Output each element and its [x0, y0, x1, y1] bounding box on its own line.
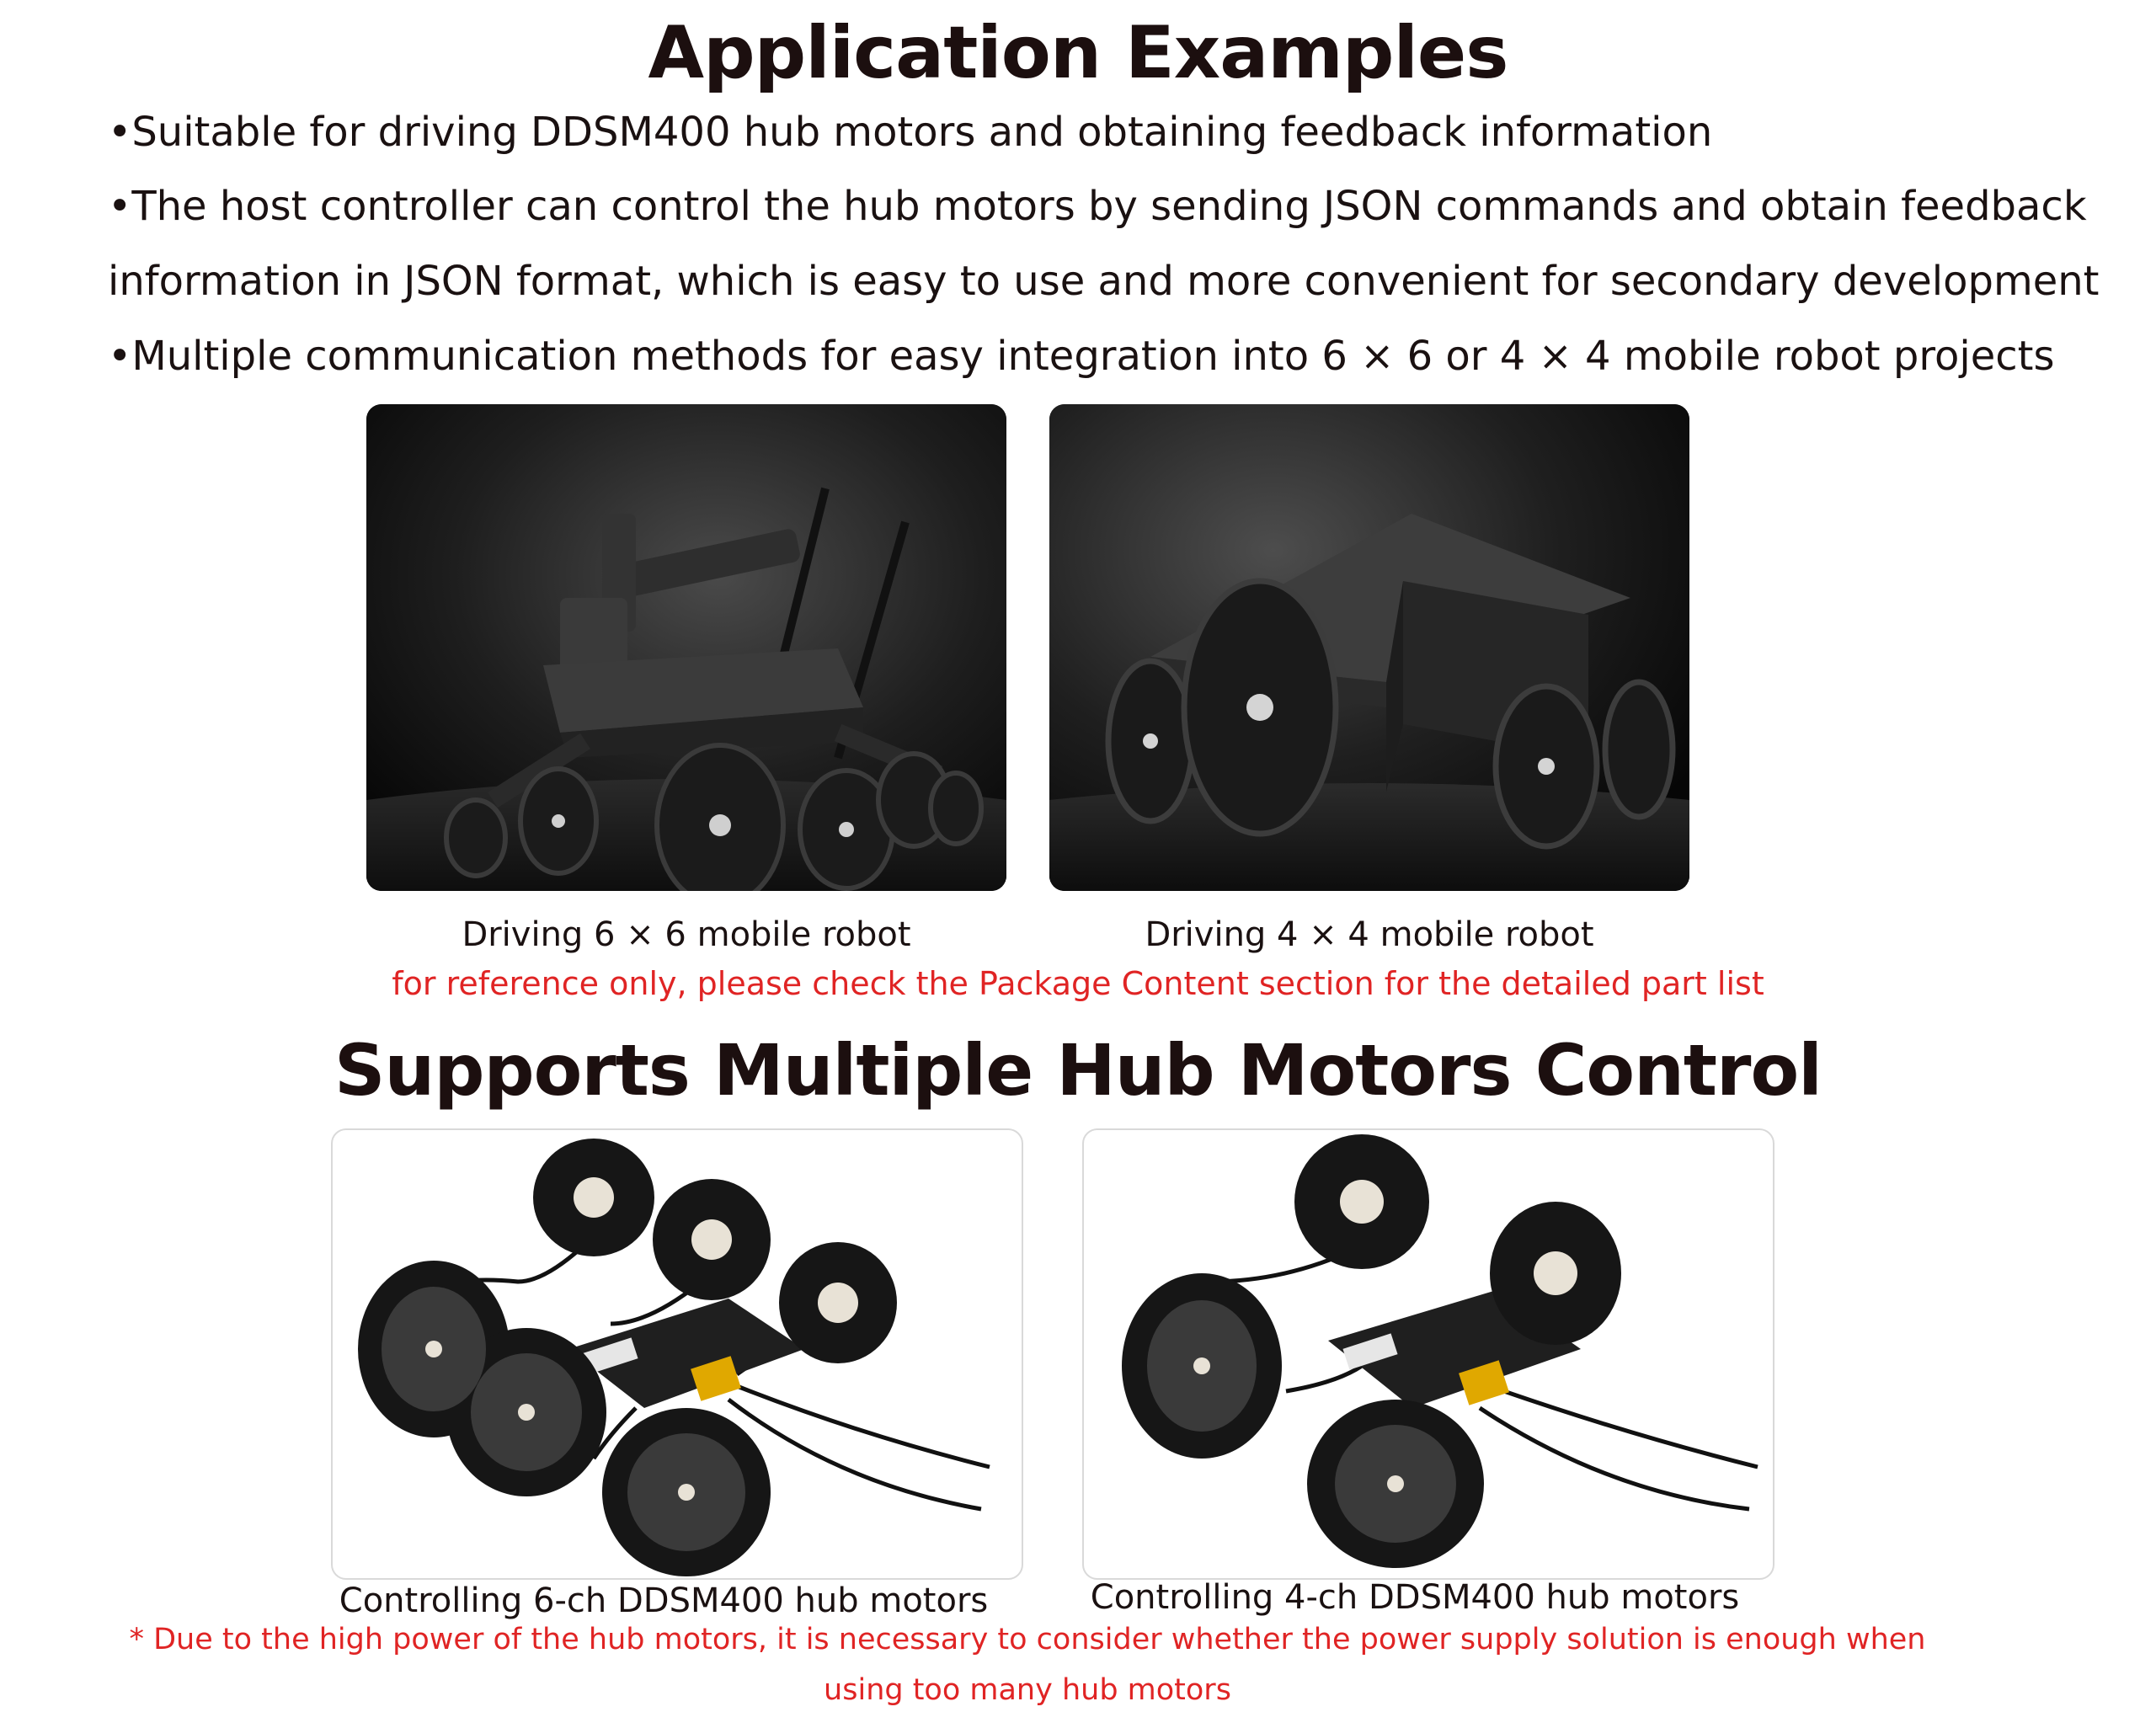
power-supply-note-line1: * Due to the high power of the hub motor… — [129, 1623, 1926, 1656]
supports-multiple-hub-motors-title: Supports Multiple Hub Motors Control — [334, 1029, 1822, 1112]
reference-note: for reference only, please check the Pac… — [392, 965, 1764, 1002]
robot-6x6-illustration — [366, 404, 1006, 891]
bullet-communication: •Multiple communication methods for easy… — [108, 333, 2055, 380]
hub-motors-4ch-illustration — [1122, 1134, 1758, 1568]
bullet-feedback: •Suitable for driving DDSM400 hub motors… — [108, 109, 1713, 156]
panel-4ch-hub-motors — [1082, 1128, 1774, 1580]
bullet-json-format: information in JSON format, which is eas… — [108, 258, 2100, 305]
caption-6ch-hub-motors: Controlling 6-ch DDSM400 hub motors — [339, 1581, 989, 1620]
caption-4ch-hub-motors: Controlling 4-ch DDSM400 hub motors — [1090, 1578, 1740, 1617]
caption-6x6-robot: Driving 6 × 6 mobile robot — [462, 915, 911, 954]
application-examples-title: Application Examples — [648, 11, 1509, 95]
power-supply-note-line2: using too many hub motors — [824, 1673, 1231, 1707]
bullet-json-control: •The host controller can control the hub… — [108, 183, 2087, 230]
hub-motors-6ch-illustration — [358, 1139, 990, 1576]
caption-4x4-robot: Driving 4 × 4 mobile robot — [1145, 915, 1594, 954]
robot-4x4-illustration — [1049, 404, 1689, 891]
photo-6x6-robot — [366, 404, 1006, 891]
photo-4x4-robot — [1049, 404, 1689, 891]
panel-6ch-hub-motors — [331, 1128, 1023, 1580]
